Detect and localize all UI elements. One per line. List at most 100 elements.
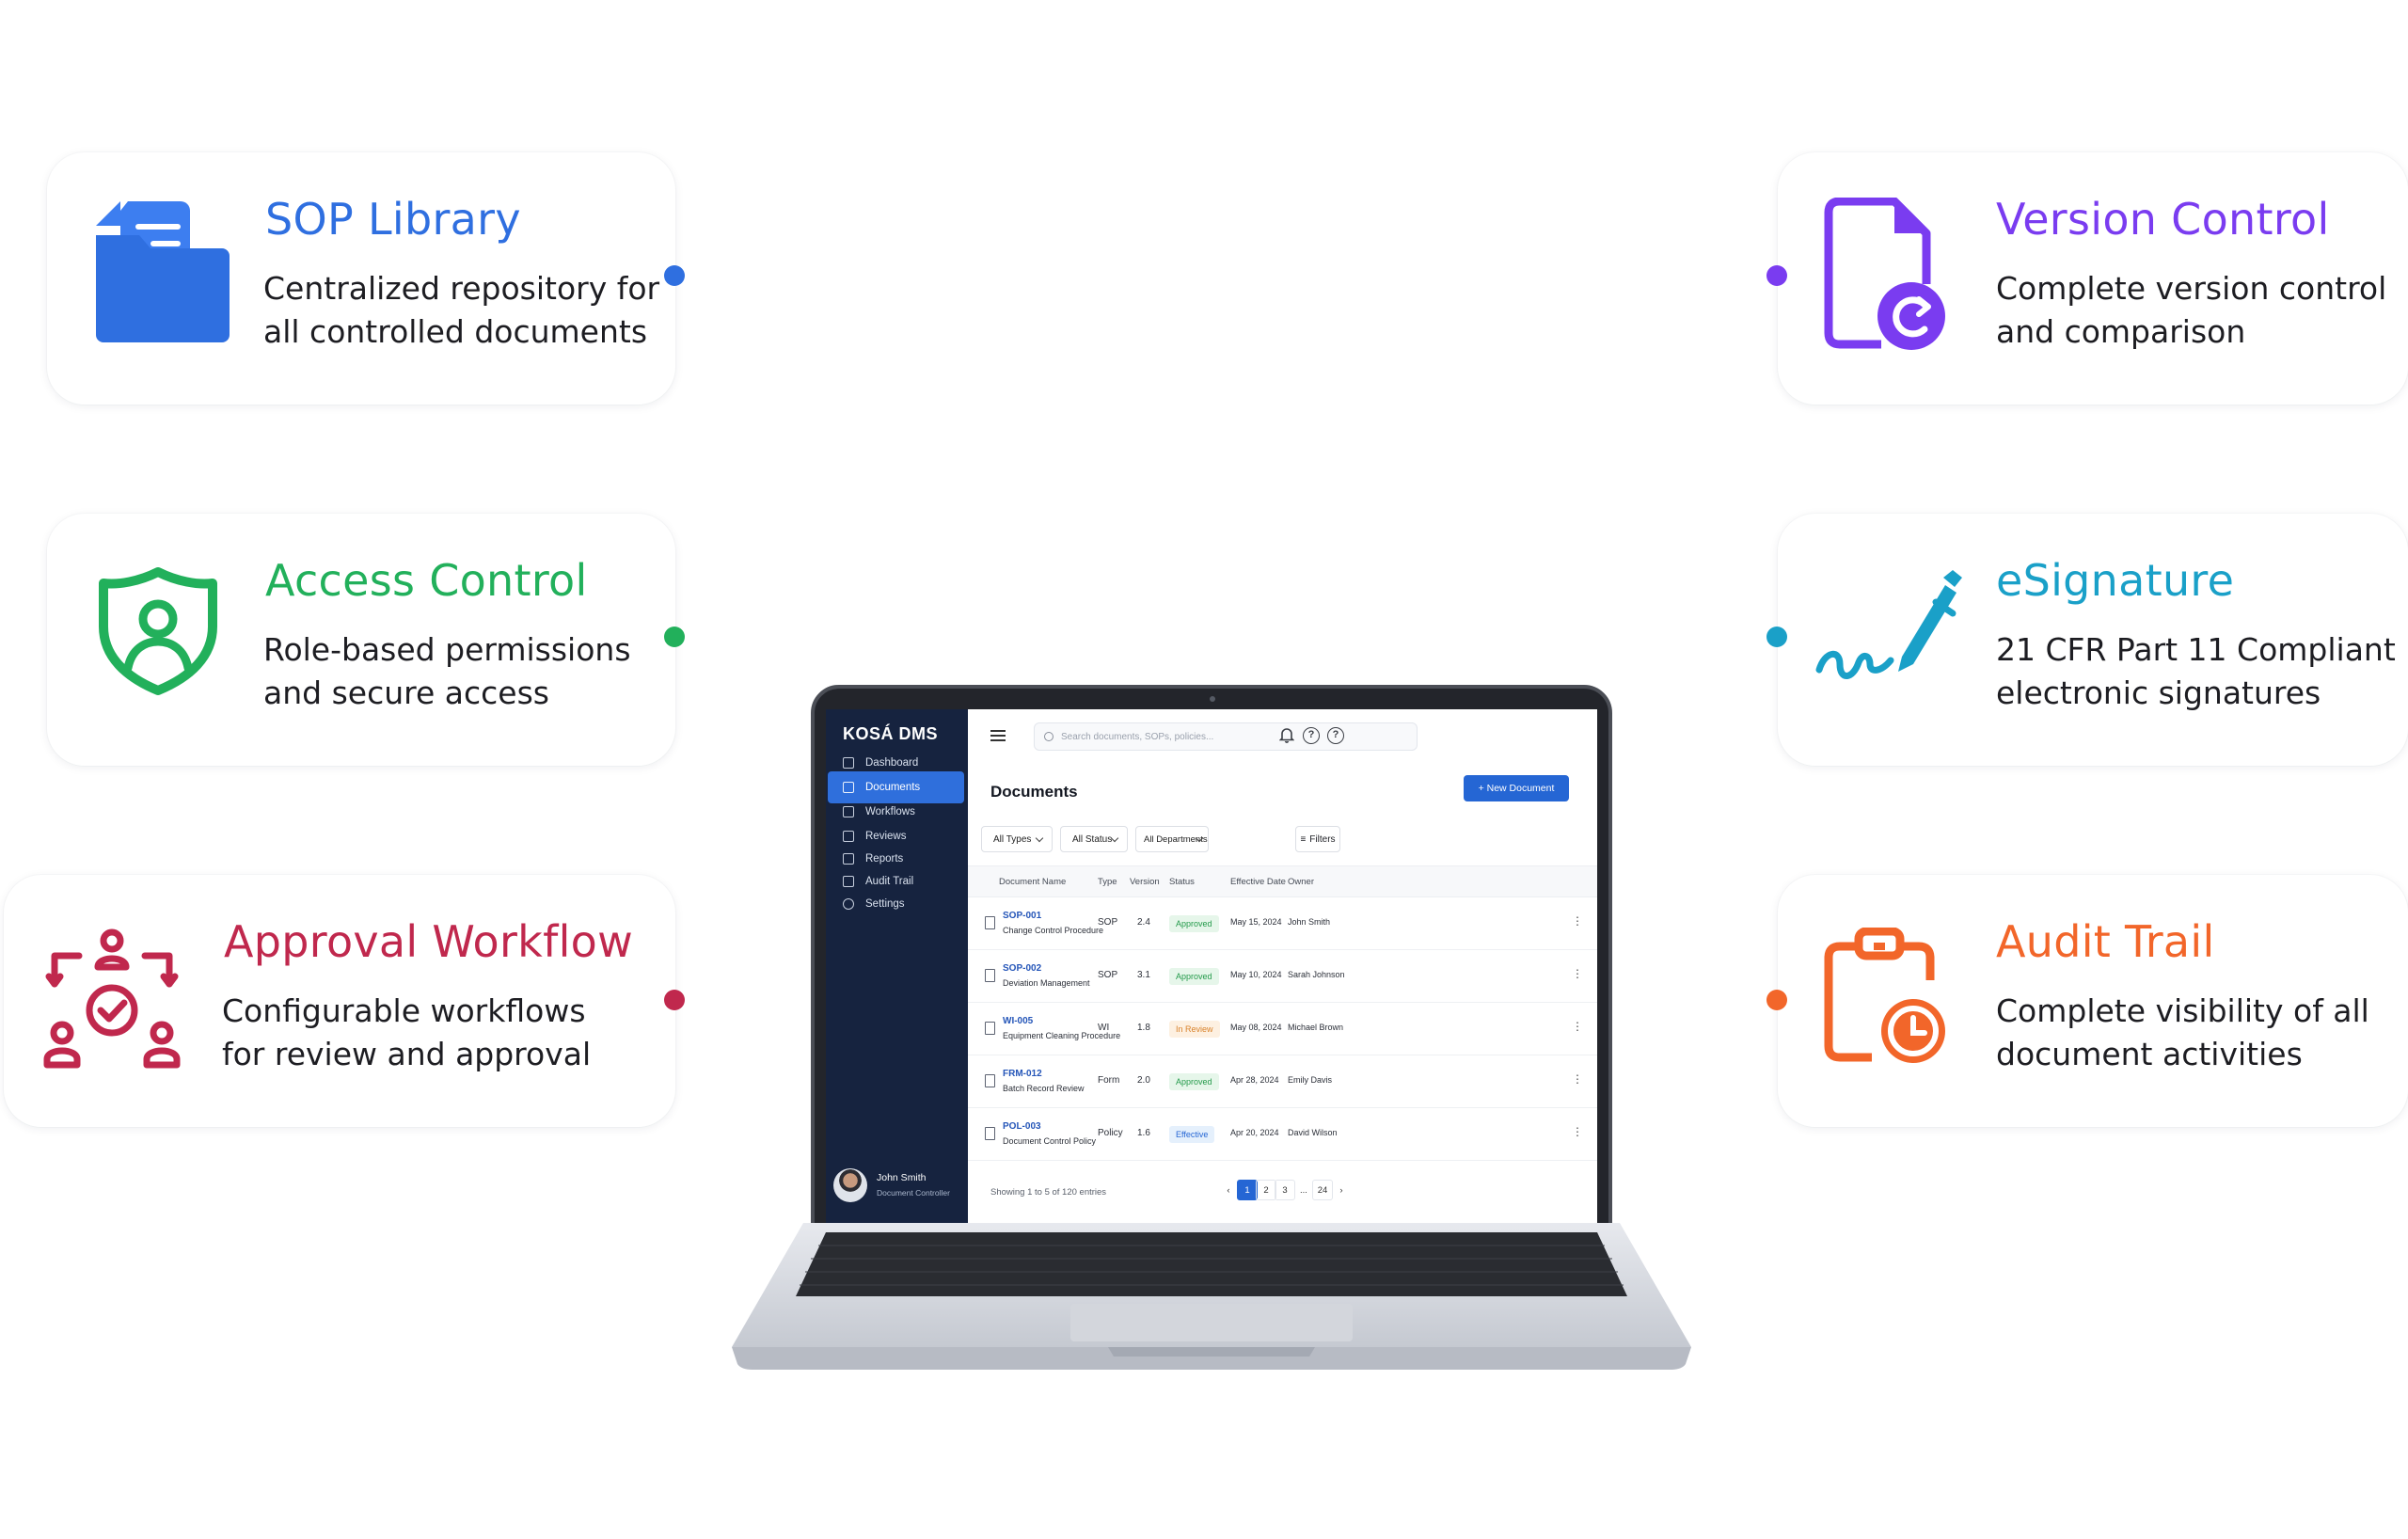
- laptop-screen: KOSÁ DMS Dashboard Documents Workflows R…: [826, 709, 1597, 1223]
- avatar: [833, 1168, 867, 1202]
- status-badge: Approved: [1169, 915, 1219, 932]
- type-filter-select[interactable]: All Types: [981, 826, 1053, 852]
- connector-dot: [1766, 990, 1787, 1010]
- workflow-users-icon: [41, 928, 182, 1087]
- sidebar-item-workflows[interactable]: Workflows: [828, 796, 964, 828]
- document-version: 3.1: [1137, 970, 1150, 980]
- document-version: 2.0: [1137, 1075, 1150, 1086]
- sidebar-item-settings[interactable]: Settings: [828, 888, 964, 920]
- clipboard-clock-icon: [1823, 927, 1964, 1087]
- status-badge: Effective: [1169, 1126, 1215, 1143]
- user-name: John Smith: [877, 1172, 927, 1183]
- page-button[interactable]: 24: [1312, 1180, 1333, 1200]
- document-version: 1.6: [1137, 1128, 1150, 1138]
- report-icon: [843, 853, 854, 865]
- new-document-button[interactable]: + New Document: [1464, 775, 1569, 801]
- column-header[interactable]: Owner: [1288, 877, 1314, 887]
- document-owner: John Smith: [1288, 917, 1331, 927]
- document-name: Document Control Policy: [1003, 1136, 1097, 1146]
- menu-icon[interactable]: [990, 730, 1006, 741]
- sidebar-item-label: Workflows: [865, 806, 915, 817]
- department-filter-select[interactable]: All Departments: [1135, 826, 1209, 852]
- table-header: Document Name Type Version Status Effect…: [968, 865, 1597, 897]
- sidebar-item-label: Settings: [865, 898, 905, 910]
- document-code[interactable]: POL-003: [1003, 1121, 1041, 1132]
- page-button[interactable]: 2: [1256, 1180, 1276, 1200]
- feature-title: Approval Workflow: [224, 916, 634, 967]
- entries-info: Showing 1 to 5 of 120 entries: [990, 1187, 1107, 1198]
- feature-title: Audit Trail: [1996, 916, 2215, 967]
- column-header[interactable]: Status: [1169, 877, 1195, 887]
- next-page-button[interactable]: ›: [1339, 1184, 1343, 1196]
- feature-card-approval-workflow: Approval Workflow Configurable workflows…: [4, 875, 675, 1127]
- more-options-icon[interactable]: ⋮: [1572, 1072, 1583, 1086]
- more-options-icon[interactable]: ⋮: [1572, 1125, 1583, 1138]
- sidebar-item-label: Audit Trail: [865, 876, 914, 887]
- document-owner: David Wilson: [1288, 1128, 1338, 1137]
- sidebar-item-reports[interactable]: Reports: [828, 843, 964, 875]
- help-icon[interactable]: ?: [1303, 727, 1320, 744]
- file-icon: [985, 1127, 995, 1140]
- pen-signature-icon: [1812, 566, 1962, 726]
- app-brand: KOSÁ DMS: [843, 724, 939, 743]
- feature-description: Configurable workflows for review and ap…: [222, 992, 592, 1072]
- workflow-icon: [843, 806, 854, 817]
- sidebar: KOSÁ DMS Dashboard Documents Workflows R…: [826, 709, 968, 1223]
- sidebar-item-label: Dashboard: [865, 757, 919, 769]
- prev-page-button[interactable]: ‹: [1227, 1184, 1230, 1196]
- document-type: Policy: [1098, 1128, 1123, 1138]
- file-icon: [985, 969, 995, 982]
- column-header[interactable]: Effective Date: [1230, 877, 1286, 887]
- feature-card-sop-library: SOP Library Centralized repository for a…: [47, 152, 675, 405]
- feature-description: Complete visibility of all document acti…: [1996, 992, 2369, 1072]
- document-type: SOP: [1098, 917, 1118, 928]
- status-filter-select[interactable]: All Status: [1060, 826, 1128, 852]
- feature-title: SOP Library: [265, 194, 521, 245]
- more-options-icon[interactable]: ⋮: [1572, 967, 1583, 980]
- document-type: SOP: [1098, 970, 1118, 980]
- file-icon: [985, 916, 995, 929]
- filters-button[interactable]: ≡Filters: [1295, 826, 1340, 852]
- document-code[interactable]: WI-005: [1003, 1016, 1034, 1026]
- document-version: 1.8: [1137, 1023, 1150, 1033]
- column-header[interactable]: Type: [1098, 877, 1117, 887]
- status-badge: In Review: [1169, 1021, 1220, 1038]
- more-options-icon[interactable]: ⋮: [1572, 914, 1583, 928]
- feature-title: Version Control: [1996, 194, 2330, 245]
- document-refresh-icon: [1823, 197, 1964, 357]
- feature-description: Centralized repository for all controlle…: [263, 270, 660, 350]
- bell-icon[interactable]: [1279, 726, 1294, 743]
- column-header[interactable]: Version: [1130, 877, 1160, 887]
- document-code[interactable]: SOP-002: [1003, 963, 1042, 974]
- page-button[interactable]: 3: [1275, 1180, 1295, 1200]
- sidebar-item-label: Reviews: [865, 831, 907, 842]
- document-code[interactable]: SOP-001: [1003, 911, 1042, 921]
- effective-date: May 10, 2024: [1230, 970, 1282, 979]
- file-icon: [985, 1074, 995, 1087]
- document-name: Batch Record Review: [1003, 1084, 1085, 1093]
- user-profile[interactable]: John Smith Document Controller: [833, 1165, 965, 1206]
- page-button[interactable]: ...: [1300, 1184, 1307, 1196]
- laptop-mockup: KOSÁ DMS Dashboard Documents Workflows R…: [713, 685, 1710, 1400]
- info-icon[interactable]: ?: [1327, 727, 1344, 744]
- page-button[interactable]: 1: [1237, 1180, 1258, 1200]
- column-header[interactable]: Document Name: [999, 877, 1067, 887]
- sidebar-item-label: Reports: [865, 853, 904, 865]
- sidebar-item-dashboard[interactable]: Dashboard: [828, 747, 964, 779]
- sidebar-item-audit-trail[interactable]: Audit Trail: [828, 865, 964, 897]
- effective-date: May 08, 2024: [1230, 1023, 1282, 1032]
- gear-icon: [843, 898, 854, 910]
- sidebar-item-documents[interactable]: Documents: [828, 771, 964, 803]
- search-input[interactable]: Search documents, SOPs, policies...: [1034, 722, 1418, 751]
- user-role: Document Controller: [877, 1188, 950, 1198]
- more-options-icon[interactable]: ⋮: [1572, 1020, 1583, 1033]
- select-value: All Types: [993, 833, 1032, 845]
- document-code[interactable]: FRM-012: [1003, 1069, 1042, 1079]
- sidebar-item-reviews[interactable]: Reviews: [828, 820, 964, 852]
- select-value: All Departments: [1144, 833, 1208, 845]
